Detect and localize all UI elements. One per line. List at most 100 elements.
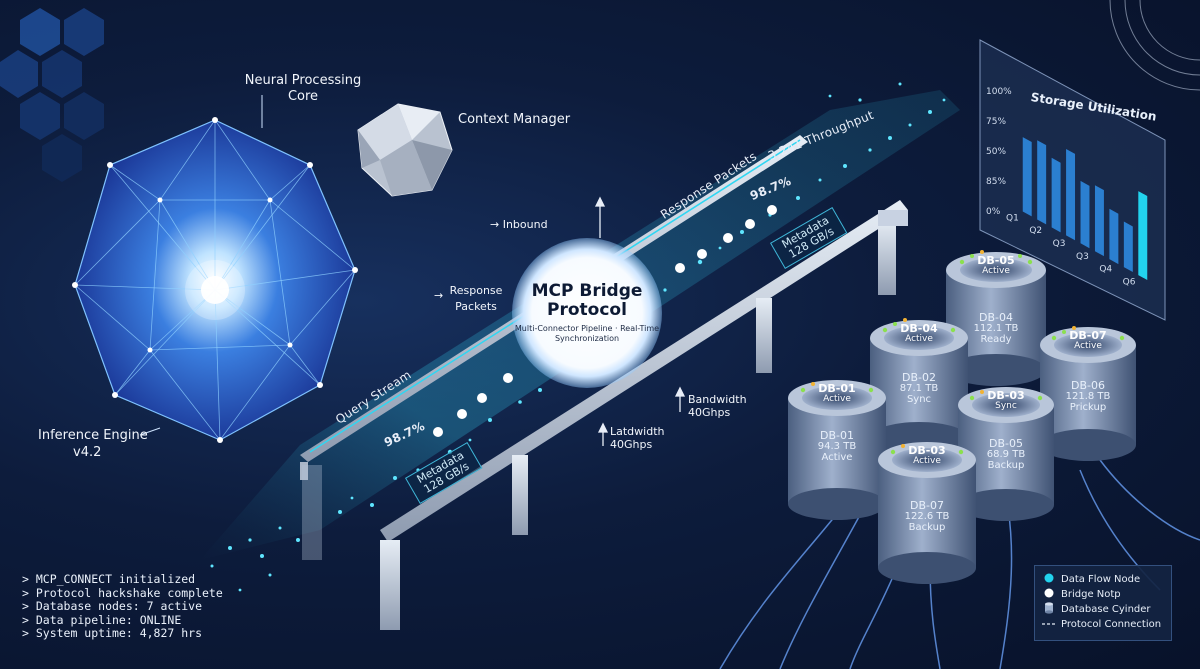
legend: Data Flow Node Bridge Notp Database Cyin… [1034,565,1172,641]
cyan-dot-icon [1041,573,1057,586]
db-status: Active [821,452,853,463]
db-cap-id: DB-07 [1069,329,1107,342]
mcp-bridge-hub: MCP Bridge Protocol Multi-Connector Pipe… [512,238,662,388]
chart-bar [1123,221,1133,273]
chart-y-tick: 100% [986,87,1012,97]
legend-item: Data Flow Node [1041,572,1165,587]
db-cap-status: Sync [995,401,1017,411]
db-name: DB-01 [820,429,854,442]
db-size: 87.1 TB [899,383,939,394]
db-name: DB-02 [902,371,936,384]
db-cap-status: Active [1074,341,1102,351]
db-name: DB-04 [979,311,1013,324]
db-status: Ready [980,334,1012,345]
bandwidth-label: Bandwidth 40Ghps [688,393,747,419]
log-line: > Database nodes: 7 active [22,599,203,613]
legend-label: Data Flow Node [1061,574,1141,585]
log-line: > MCP_CONNECT initialized [22,572,196,586]
db-cap-status: Active [982,266,1010,276]
db-name: DB-07 [910,499,944,512]
db-cap-status: Active [823,394,851,404]
log-line: > Data pipeline: ONLINE [22,612,182,627]
lower-rail [380,200,908,630]
data-flow-particles [210,82,946,592]
inbound-label: → Inbound [490,218,548,231]
chart-bar [1094,185,1104,257]
db-cap-id: DB-03 [987,389,1025,402]
db-size: 68.9 TB [986,449,1026,460]
chart-bar [1109,208,1119,265]
inference-version-label: v4.2 [73,445,102,460]
chart-y-tick: 0% [986,207,1001,217]
chart-bar [1037,140,1047,225]
neural-core-label: Neural Processing Core [244,73,362,104]
log-line: > System uptime: 4,827 hrs [22,626,203,640]
chart-bar [1066,148,1076,241]
chart-x-tick: Q1 [1006,213,1019,223]
white-dot-icon [1041,588,1057,601]
arrow-icons [594,196,686,446]
db-status: Backup [987,460,1025,471]
dash-line-icon [1041,619,1057,630]
db-name: DB-06 [1071,379,1105,392]
chart-x-tick: Q4 [1099,265,1112,275]
db-size: 94.3 TB [817,441,857,452]
chart-x-tick: Q6 [1123,277,1136,287]
chart-bar [1051,157,1061,233]
inference-engine-label: Inference Engine [38,428,148,443]
bridge-nodes [433,205,777,437]
cylinder-icon [1041,602,1057,617]
arrow-right-icon: → [434,289,444,302]
db-status: Sync [906,394,932,405]
db-cap-id: DB-03 [908,444,946,457]
db-status: Prickup [1069,402,1107,413]
db-status: Backup [908,522,946,533]
db-cap-id: DB-04 [900,322,938,335]
chart-bar [1022,137,1032,217]
db-cap-id: DB-05 [977,254,1015,267]
legend-item: Bridge Notp [1041,587,1165,602]
db-size: 122.6 TB [904,511,950,522]
db-cap-status: Active [905,334,933,344]
legend-label: Database Cyinder [1061,604,1151,615]
context-manager-label: Context Manager [458,112,571,127]
db-name: DB-05 [989,437,1023,450]
context-manager-gem [357,103,453,197]
hub-title: MCP Bridge Protocol [531,281,643,320]
console-log: > MCP_CONNECT initialized > Protocol hac… [22,572,223,641]
hub-subtitle: Multi-Connector Pipeline · Real-Time Syn… [514,324,660,343]
chart-bar [1138,191,1148,280]
chart-x-tick: Q2 [1029,226,1042,236]
chart-y-tick: 85% [986,177,1006,187]
legend-label: Bridge Notp [1061,589,1121,600]
log-line: > Protocol hackshake complete [22,585,223,600]
chart-x-tick: Q3 [1053,239,1066,249]
chart-y-tick: 50% [986,147,1006,157]
db-size: 112.1 TB [973,323,1019,334]
neural-core-polyhedron [72,95,358,443]
latdwidth-label: Latdwidth 40Ghps [610,425,665,451]
db-cap-status: Active [913,456,941,466]
response-packets-left-label: Response Packets [449,284,503,313]
legend-item: Database Cyinder [1041,602,1165,617]
legend-label: Protocol Connection [1061,619,1162,630]
chart-x-tick: Q3 [1076,252,1089,262]
database-cylinders [788,250,1136,584]
db-cap-id: DB-01 [818,382,856,395]
chart-bar [1080,180,1090,249]
legend-item: Protocol Connection [1041,617,1165,632]
db-size: 121.8 TB [1065,391,1111,402]
